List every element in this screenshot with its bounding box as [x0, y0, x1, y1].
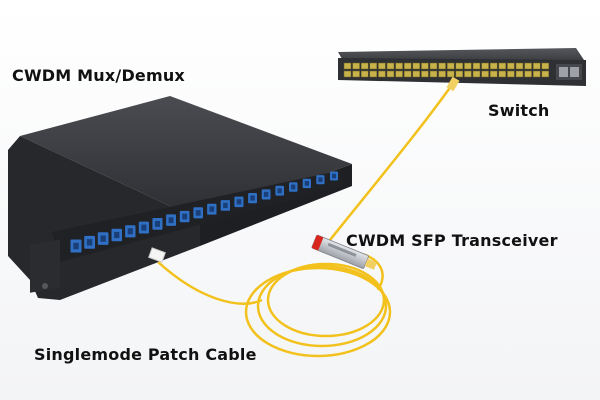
lc-connector-port	[277, 188, 282, 194]
lc-connector-port	[318, 177, 323, 182]
switch-port	[455, 62, 464, 70]
lc-connectors	[70, 171, 338, 253]
switch-port	[412, 70, 421, 78]
switch-port	[403, 62, 412, 70]
switch-port	[498, 62, 507, 70]
lc-connector-port	[250, 195, 255, 201]
switch-port	[429, 70, 438, 78]
lc-connector-port	[141, 224, 147, 231]
lc-connector-port	[263, 191, 269, 197]
switch-port	[472, 62, 481, 70]
switch-port	[532, 70, 541, 78]
switch-port	[507, 62, 515, 70]
switch-port	[498, 70, 507, 78]
switch-port	[489, 62, 498, 70]
switch-port	[446, 70, 455, 78]
switch-port	[524, 62, 532, 70]
lc-connector-port	[291, 184, 296, 190]
switch-port	[343, 62, 352, 70]
switch-port	[360, 70, 369, 78]
switch-port	[386, 62, 395, 70]
switch-port	[524, 70, 532, 78]
lc-connector-port	[100, 235, 106, 242]
mux-ear-screw	[42, 283, 48, 289]
switch-port	[455, 70, 464, 78]
switch-port	[481, 70, 489, 78]
switch-ports	[343, 62, 550, 78]
switch-port	[541, 70, 550, 78]
switch-port	[352, 62, 360, 70]
lc-connector-port	[73, 242, 79, 250]
switch-port	[343, 70, 352, 78]
switch-port	[481, 62, 489, 70]
lc-connector-port	[114, 231, 120, 239]
mux-side-lc-plug	[148, 247, 166, 263]
lc-connector-port	[127, 228, 133, 235]
lc-connector-port	[155, 221, 160, 227]
switch-port	[369, 70, 378, 78]
switch-port	[386, 70, 395, 78]
fiber-loop-1	[256, 264, 388, 348]
switch-port	[515, 62, 524, 70]
switch-fiber-plug	[446, 76, 460, 92]
lc-connector-port	[209, 206, 215, 212]
switch-port	[438, 70, 446, 78]
sfp-lc-plug	[364, 258, 377, 270]
switch-port	[360, 62, 369, 70]
switch-port	[541, 62, 550, 70]
mux-rack-ear	[30, 239, 60, 293]
sfp-transceiver	[311, 234, 377, 270]
label-singlemode-patch-cable: Singlemode Patch Cable	[34, 345, 257, 364]
switch-port	[464, 62, 472, 70]
switch-port	[515, 70, 524, 78]
switch-port	[421, 70, 429, 78]
lc-connector-port	[332, 173, 336, 179]
lc-connector-port	[86, 239, 93, 246]
lc-connector-port	[304, 181, 309, 186]
fiber-switch-to-sfp	[329, 81, 456, 241]
switch-port	[352, 70, 360, 78]
switch-port	[464, 70, 472, 78]
switch-port	[395, 70, 403, 78]
label-cwdm-sfp-transceiver: CWDM SFP Transceiver	[346, 231, 558, 250]
switch-port	[532, 62, 541, 70]
lc-connector-port	[182, 213, 188, 220]
switch-port	[438, 62, 446, 70]
fiber-from-mux	[157, 261, 263, 305]
switch-port	[429, 62, 438, 70]
switch-port	[395, 62, 403, 70]
switch-uplink-port-2	[570, 67, 579, 77]
switch-port	[421, 62, 429, 70]
switch-port	[378, 62, 386, 70]
fiber-loop-2	[244, 266, 392, 358]
switch-port	[412, 62, 421, 70]
switch-uplink-port-1	[559, 67, 568, 77]
label-switch: Switch	[488, 101, 550, 120]
lc-connector-port	[168, 217, 174, 224]
switch-port	[507, 70, 515, 78]
fiber-loop-3	[266, 262, 386, 338]
sfp-latch	[311, 234, 324, 251]
switch-port	[403, 70, 412, 78]
lc-connector-port	[223, 202, 228, 209]
lc-connector-port	[236, 199, 242, 205]
switch-port	[472, 70, 481, 78]
switch-port	[378, 70, 386, 78]
network-switch	[338, 48, 586, 86]
label-cwdm-mux-demux: CWDM Mux/Demux	[12, 66, 185, 85]
sfp-label-strip	[327, 242, 357, 257]
switch-port	[369, 62, 378, 70]
switch-port	[489, 70, 498, 78]
switch-port	[446, 62, 455, 70]
lc-connector-port	[195, 210, 201, 216]
